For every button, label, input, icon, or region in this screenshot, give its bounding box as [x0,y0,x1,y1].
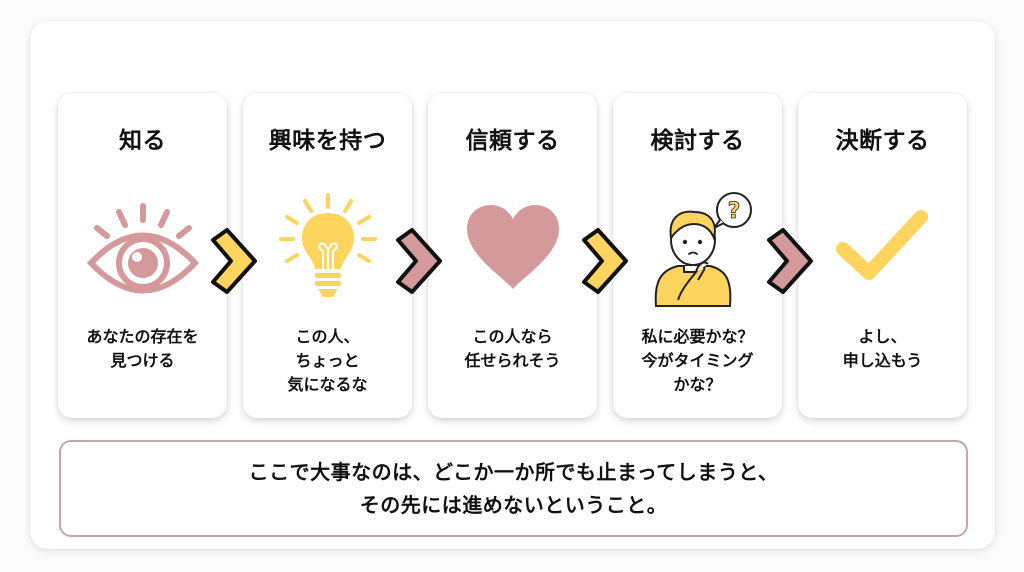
step-title: 知る [119,128,166,154]
thinking-person-icon: ? [613,192,782,307]
step-description: 私に必要かな？ 今がタイミング かな？ [641,327,754,394]
chevron-right-icon [211,228,257,294]
step-description: この人なら 任せられそう [464,327,561,370]
step-title: 信頼する [465,128,560,154]
eye-icon [58,193,227,303]
step-description: この人、 ちょっと 気になるな [287,327,368,394]
step-title: 検討する [650,128,745,154]
step-title: 決断する [835,128,930,154]
step-card-consider: 検討する ? 私に必要かな？ 今がタイミング かな？ [613,93,782,418]
note-line-1: ここで大事なのは、どこか一か所でも止まってしまうと、 [248,459,779,484]
key-point-note: ここで大事なのは、どこか一か所でも止まってしまうと、 その先には進めないというこ… [59,440,968,537]
step-description: あなたの存在を 見つける [86,327,199,370]
step-card-interest: 興味を持つ この人、 ちょっと 気になるな [243,93,412,418]
step-title: 興味を持つ [268,128,387,154]
svg-text:?: ? [727,199,740,224]
lightbulb-icon [243,193,412,303]
step-card-decide: 決断する よし、 申し込もう [798,93,967,418]
chevron-right-icon [396,228,442,294]
chevron-right-icon [767,228,813,294]
heart-icon [428,193,597,303]
step-card-know: 知る あなたの存在を 見つける [58,93,227,418]
note-line-2: その先には進めないということ。 [359,492,668,517]
step-card-trust: 信頼する この人なら 任せられそう [428,93,597,418]
step-description: よし、 申し込もう [842,327,923,370]
checkmark-icon [798,193,967,303]
chevron-right-icon [582,228,628,294]
